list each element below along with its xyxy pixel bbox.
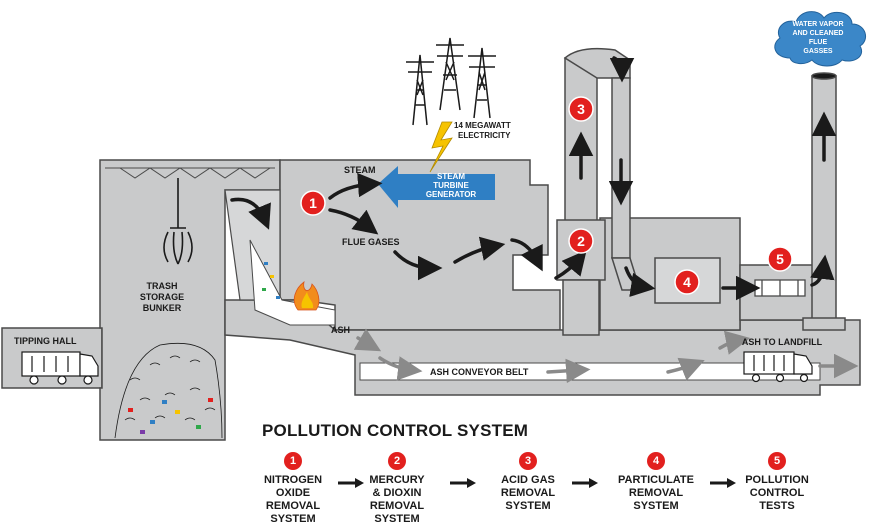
legend-step-1-text: NITROGEN OXIDE REMOVAL SYSTEM xyxy=(263,474,323,525)
transmission-towers xyxy=(406,37,496,126)
arrow-flue-2 xyxy=(453,236,506,264)
legend-step-1: 1 NITROGEN OXIDE REMOVAL SYSTEM xyxy=(238,452,348,526)
marker-4: 4 xyxy=(674,269,700,295)
legend-step-2: 2 MERCURY & DIOXIN REMOVAL SYSTEM xyxy=(342,452,452,526)
ash-landfill-label: ASH TO LANDFILL xyxy=(742,337,823,347)
arrow-into-reactor xyxy=(554,249,587,280)
marker-2: 2 xyxy=(568,228,594,254)
legend-step-4-number: 4 xyxy=(647,452,665,470)
arrow-steam xyxy=(328,172,383,200)
test-chamber xyxy=(754,279,806,297)
legend-title: POLLUTION CONTROL SYSTEM xyxy=(262,421,529,440)
legend-step-5: 5 POLLUTION CONTROL TESTS xyxy=(722,452,832,513)
grate xyxy=(249,239,336,326)
ash-conveyor-label: ASH CONVEYOR BELT xyxy=(430,367,529,377)
tipping-truck-icon xyxy=(21,351,99,385)
svg-text:2: 2 xyxy=(577,233,585,249)
svg-text:4: 4 xyxy=(683,274,691,290)
arrow-into-particulate xyxy=(624,266,656,297)
legend-step-4: 4 PARTICULATE REMOVAL SYSTEM xyxy=(601,452,711,513)
legend-step-4-text: PARTICULATE REMOVAL SYSTEM xyxy=(618,474,694,512)
arrow-to-chimney xyxy=(810,254,835,287)
fire-core xyxy=(301,292,314,308)
turbine-label-3: GENERATOR xyxy=(426,190,477,199)
electricity-label-1: 14 MEGAWATT xyxy=(454,121,511,130)
steam-label: STEAM xyxy=(344,165,376,175)
ash-arrows xyxy=(353,328,859,384)
cloud-label-4: GASSES xyxy=(803,48,833,55)
ash-label: ASH xyxy=(331,325,350,335)
trash-confetti xyxy=(128,262,280,434)
vapor-cloud-icon xyxy=(774,11,867,67)
arrow-flue-down xyxy=(328,208,379,235)
building xyxy=(1,159,861,441)
turbine-label-1: STEAM xyxy=(437,172,465,181)
electricity-label-2: ELECTRICITY xyxy=(458,131,511,140)
turbine-label-2: TURBINE xyxy=(433,181,469,190)
legend-step-3-number: 3 xyxy=(519,452,537,470)
legend-arrow-4 xyxy=(710,478,736,488)
trash-bunker-label-2: STORAGE xyxy=(140,292,184,302)
cloud-label-1: WATER VAPOR xyxy=(792,21,843,28)
trash-bunker-label-3: BUNKER xyxy=(143,303,182,313)
legend-arrow-1 xyxy=(338,478,364,488)
legend-step-3-text: ACID GAS REMOVAL SYSTEM xyxy=(500,474,556,512)
turbine-generator-arrow xyxy=(378,166,495,208)
bunker-roof xyxy=(105,167,275,179)
legend-step-1-number: 1 xyxy=(284,452,302,470)
ash-truck-icon xyxy=(743,351,813,383)
flue-gases-label: FLUE GASES xyxy=(342,237,400,247)
cloud-label-2: AND CLEANED xyxy=(793,30,844,37)
trash-bunker-label-1: TRASH xyxy=(147,281,178,291)
lightning-icon xyxy=(429,121,453,173)
legend-arrow-3 xyxy=(572,478,598,488)
arrow-flue-1 xyxy=(393,250,443,281)
legend-step-2-text: MERCURY & DIOXIN REMOVAL SYSTEM xyxy=(369,474,425,525)
legend-step-5-number: 5 xyxy=(768,452,786,470)
trash-pile xyxy=(114,342,223,439)
svg-text:1: 1 xyxy=(309,195,317,211)
arrow-flue-3 xyxy=(510,238,543,272)
arrow-duct-top xyxy=(609,56,635,83)
crane-claw-icon xyxy=(163,178,193,265)
svg-text:5: 5 xyxy=(776,251,784,267)
legend-arrow-2 xyxy=(450,478,476,488)
legend-step-3: 3 ACID GAS REMOVAL SYSTEM xyxy=(473,452,583,513)
legend-step-2-number: 2 xyxy=(388,452,406,470)
flow-arrows xyxy=(230,56,837,301)
arrow-into-chute xyxy=(230,197,271,230)
marker-5: 5 xyxy=(767,246,793,272)
tipping-hall-label: TIPPING HALL xyxy=(14,336,77,346)
svg-text:3: 3 xyxy=(577,101,585,117)
cloud-label-3: FLUE xyxy=(809,39,828,46)
marker-1: 1 xyxy=(300,190,326,216)
marker-3: 3 xyxy=(568,96,594,122)
legend-step-5-text: POLLUTION CONTROL TESTS xyxy=(745,474,809,512)
